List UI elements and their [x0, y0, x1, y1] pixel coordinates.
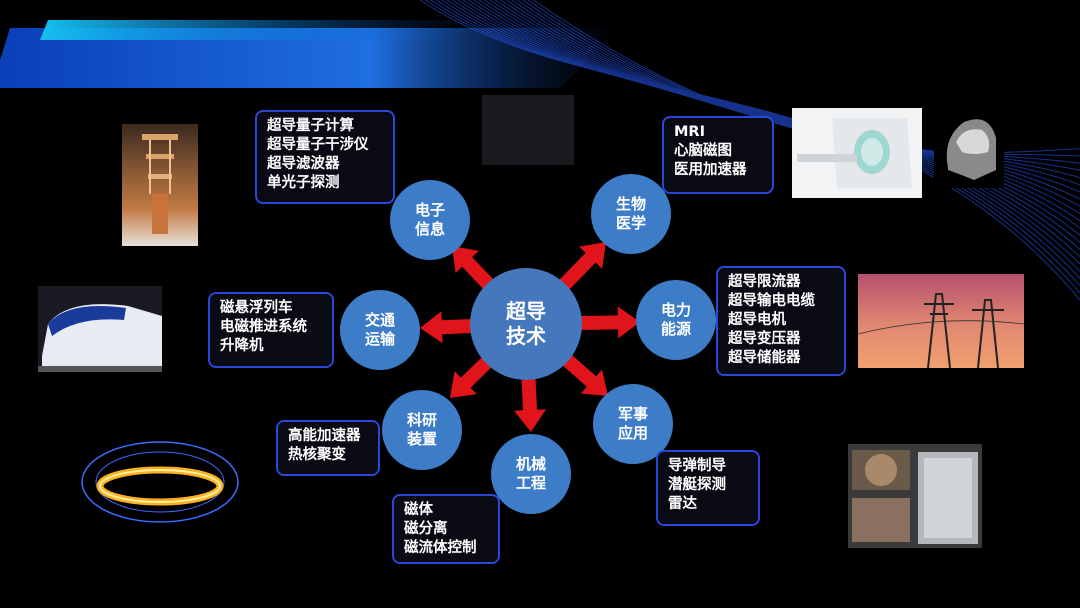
swirl-line — [435, 0, 1080, 279]
box-item: 导弹制导 — [668, 458, 726, 474]
box-item: 磁分离 — [404, 521, 448, 537]
arrow-shape — [452, 246, 497, 293]
box-item: MRI — [674, 124, 705, 140]
box-item: 雷达 — [668, 496, 697, 512]
node-label: 电力 能源 — [660, 301, 691, 338]
node-transport: 交通 运输 — [340, 290, 420, 370]
node-label: 电子 信息 — [414, 201, 445, 238]
box-power: 超导限流器 超导输电电缆 超导电机 超导变压器 超导储能器 — [716, 266, 846, 376]
box-item: 热核聚变 — [288, 447, 346, 463]
box-item: 超导限流器 — [728, 274, 801, 290]
node-research: 科研 装置 — [382, 390, 462, 470]
arrow-to-machinery — [514, 373, 546, 432]
node-label: 科研 装置 — [406, 411, 437, 448]
quantum-computer-photo — [122, 124, 198, 246]
swirl-line — [446, 0, 1080, 265]
arrow-to-research — [450, 353, 496, 398]
node-label: 军事 应用 — [617, 405, 648, 442]
arrow-to-transport — [420, 311, 477, 344]
box-item: 超导量子干涉仪 — [267, 137, 369, 153]
box-item: 升降机 — [220, 338, 264, 354]
arrow-to-power — [575, 306, 640, 339]
brain-mri-photo — [934, 108, 1004, 188]
node-electronics: 电子 信息 — [390, 180, 470, 260]
box-item: 超导量子计算 — [267, 118, 354, 134]
box-item: 电磁推进系统 — [220, 319, 307, 335]
header-band-highlight — [40, 20, 480, 40]
swirl-line — [462, 0, 1080, 243]
node-label: 机械 工程 — [515, 455, 546, 492]
power-tower-photo — [858, 274, 1024, 368]
box-item: 高能加速器 — [288, 428, 361, 444]
arrow-shape — [575, 306, 640, 339]
box-transport: 磁悬浮列车 电磁推进系统 升降机 — [208, 292, 334, 368]
arrow-shape — [420, 311, 477, 344]
box-item: 超导储能器 — [728, 350, 801, 366]
mri-scanner-photo — [792, 108, 922, 198]
box-item: 潜艇探测 — [668, 477, 726, 493]
box-item: 磁体 — [404, 502, 433, 518]
box-item: 超导电机 — [728, 312, 786, 328]
swirl-line — [468, 0, 1080, 236]
header-band — [0, 28, 620, 88]
box-military: 导弹制导 潜艇探测 雷达 — [656, 450, 760, 526]
node-biomed: 生物 医学 — [591, 174, 671, 254]
maglev-train-photo — [38, 286, 162, 372]
box-machinery: 磁体 磁分离 磁流体控制 — [392, 494, 500, 564]
box-item: 磁悬浮列车 — [220, 300, 293, 316]
arrow-to-military — [559, 351, 608, 396]
box-research: 高能加速器 热核聚变 — [276, 420, 380, 476]
center-node: 超导 技术 — [470, 268, 582, 380]
arrow-shape — [555, 242, 606, 294]
box-item: 磁流体控制 — [404, 540, 477, 556]
center-label: 超导 技术 — [506, 299, 546, 348]
arrow-shape — [514, 373, 546, 432]
box-item: 超导滤波器 — [267, 156, 340, 172]
fusion-reactor-photo — [76, 430, 244, 532]
box-item: 超导输电电缆 — [728, 293, 815, 309]
swirl-line — [457, 0, 1080, 250]
box-item: 单光子探测 — [267, 175, 340, 191]
arrow-to-electronics — [452, 246, 497, 293]
arrow-to-biomed — [555, 242, 606, 294]
box-item: 医用加速器 — [674, 162, 747, 178]
box-item: 心脑磁图 — [674, 143, 732, 159]
node-machinery: 机械 工程 — [491, 434, 571, 514]
blurred-text-smudge — [482, 95, 574, 165]
node-label: 生物 医学 — [615, 195, 646, 232]
superconducting-magnet-photo — [848, 444, 982, 548]
arrow-shape — [450, 353, 496, 398]
node-label: 交通 运输 — [364, 311, 395, 348]
swirl-line — [441, 0, 1080, 272]
box-item: 超导变压器 — [728, 331, 801, 347]
box-biomed: MRI 心脑磁图 医用加速器 — [662, 116, 774, 194]
node-power: 电力 能源 — [636, 280, 716, 360]
box-electronics: 超导量子计算 超导量子干涉仪 超导滤波器 单光子探测 — [255, 110, 395, 204]
swirl-line — [452, 0, 1080, 258]
arrow-shape — [559, 351, 608, 396]
